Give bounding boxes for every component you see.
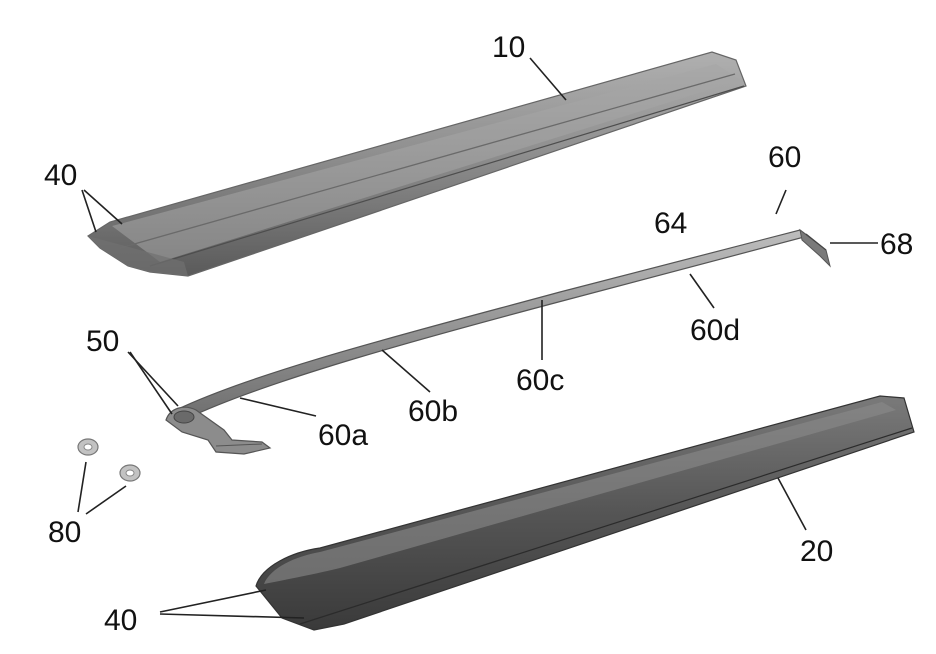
label-60b: 60b [408, 395, 458, 428]
leader-60a [240, 398, 316, 416]
leader-10 [530, 58, 566, 100]
leader-60b [382, 350, 430, 392]
label-60d: 60d [690, 314, 740, 347]
washer-2 [120, 465, 140, 481]
label-40-lower: 40 [104, 604, 137, 637]
label-68: 68 [880, 228, 913, 261]
label-60: 60 [768, 141, 801, 174]
label-10: 10 [492, 31, 525, 64]
label-80: 80 [48, 516, 81, 549]
label-60c: 60c [516, 364, 564, 397]
leader-80-b [86, 486, 126, 514]
leader-40-upper-a [82, 190, 96, 232]
label-64: 64 [654, 207, 687, 240]
leader-40-upper-b [84, 190, 122, 224]
leader-20 [778, 478, 806, 530]
root-fitting [166, 407, 270, 454]
label-40-upper: 40 [44, 159, 77, 192]
label-20: 20 [800, 535, 833, 568]
upper-blade [88, 52, 746, 276]
leader-80-a [78, 462, 86, 512]
label-50: 50 [86, 325, 119, 358]
leader-60 [776, 190, 786, 214]
washers [78, 439, 140, 481]
label-60a: 60a [318, 419, 368, 452]
leader-60d [690, 274, 714, 308]
leader-40-lower-a [160, 590, 266, 612]
leader-50-b [130, 352, 172, 414]
washer-1 [78, 439, 98, 455]
